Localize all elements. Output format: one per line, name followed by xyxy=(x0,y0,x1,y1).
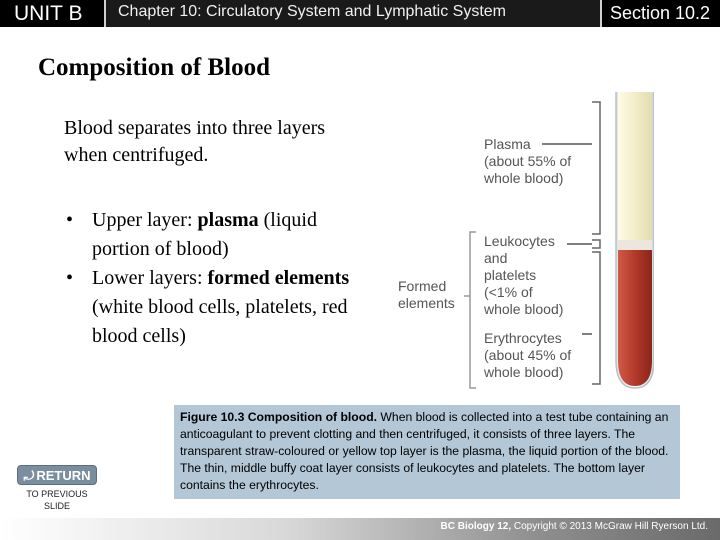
plasma-bracket xyxy=(592,101,601,235)
section-label: Section 10.2 xyxy=(600,0,720,27)
intro-text: Blood separates into three layers when c… xyxy=(64,117,326,166)
caption-title: Figure 10.3 Composition of blood. xyxy=(180,410,378,424)
label-line: whole blood) xyxy=(484,364,564,380)
label-line: Plasma xyxy=(484,136,531,152)
plasma-label: Plasma (about 55% of whole blood) xyxy=(484,136,571,187)
buffy-coat-layer xyxy=(618,240,652,250)
slide-title: Composition of Blood xyxy=(38,54,270,81)
label-line: Leukocytes xyxy=(484,233,555,249)
label-line: whole blood) xyxy=(484,170,564,186)
leukocyte-bracket xyxy=(592,239,601,249)
bullet-text: Lower layers: xyxy=(92,267,208,289)
plasma-layer xyxy=(618,92,652,240)
figure-caption: Figure 10.3 Composition of blood. When b… xyxy=(174,405,680,499)
bullet-term: plasma xyxy=(197,209,259,231)
copyright-text: BC Biology 12, Copyright © 2013 McGraw H… xyxy=(441,521,708,532)
label-line: Erythrocytes xyxy=(484,330,562,346)
return-button-label: RETURN xyxy=(36,468,91,483)
footer-copyright: Copyright © 2013 McGraw Hill Ryerson Ltd… xyxy=(511,521,708,532)
label-line: elements xyxy=(398,295,455,311)
bullet-list: Upper layer: plasma (liquid portion of b… xyxy=(64,206,364,351)
label-line: whole blood) xyxy=(484,301,564,317)
bullet-term: formed elements xyxy=(207,267,350,289)
header-bar: UNIT B Chapter 10: Circulatory System an… xyxy=(0,0,720,27)
erythrocytes-label: Erythrocytes (about 45% of whole blood) xyxy=(484,330,571,381)
label-line: (<1% of xyxy=(484,284,533,300)
return-subtitle: TO PREVIOUS SLIDE xyxy=(26,489,88,511)
caption-text: When blood is collected into a test tube… xyxy=(180,410,669,492)
label-line: (about 55% of xyxy=(484,153,572,169)
bullet-item: Lower layers: formed elements (white blo… xyxy=(64,264,364,351)
erythrocyte-layer xyxy=(618,250,652,386)
formed-elements-label: Formed elements xyxy=(398,278,455,312)
erythrocyte-bracket xyxy=(592,251,601,385)
footer-brand: BC Biology 12, xyxy=(440,521,512,532)
label-line: platelets xyxy=(484,267,537,283)
label-line: Formed xyxy=(398,278,447,294)
chapter-title: Chapter 10: Circulatory System and Lymph… xyxy=(118,3,507,20)
blood-composition-figure: Plasma (about 55% of whole blood) Formed… xyxy=(392,71,656,392)
label-line: (about 45% of xyxy=(484,347,572,363)
bullet-text: (white blood cells, platelets, red blood… xyxy=(92,296,348,347)
leukocytes-label: Leukocytes and platelets (<1% of whole b… xyxy=(484,233,563,318)
return-button[interactable]: ⤾RETURN xyxy=(17,465,97,485)
bullet-text: (liquid portion of blood) xyxy=(92,209,317,260)
return-arrow-icon: ⤾ xyxy=(23,468,35,483)
label-line: and xyxy=(484,250,508,266)
bullet-text: Upper layer: xyxy=(92,209,198,231)
bullet-item: Upper layer: plasma (liquid portion of b… xyxy=(64,206,364,264)
footer-bar: BC Biology 12, Copyright © 2013 McGraw H… xyxy=(0,518,720,540)
test-tube-diagram xyxy=(464,71,656,389)
unit-label: UNIT B xyxy=(0,0,106,27)
formed-elements-bracket xyxy=(469,231,476,389)
